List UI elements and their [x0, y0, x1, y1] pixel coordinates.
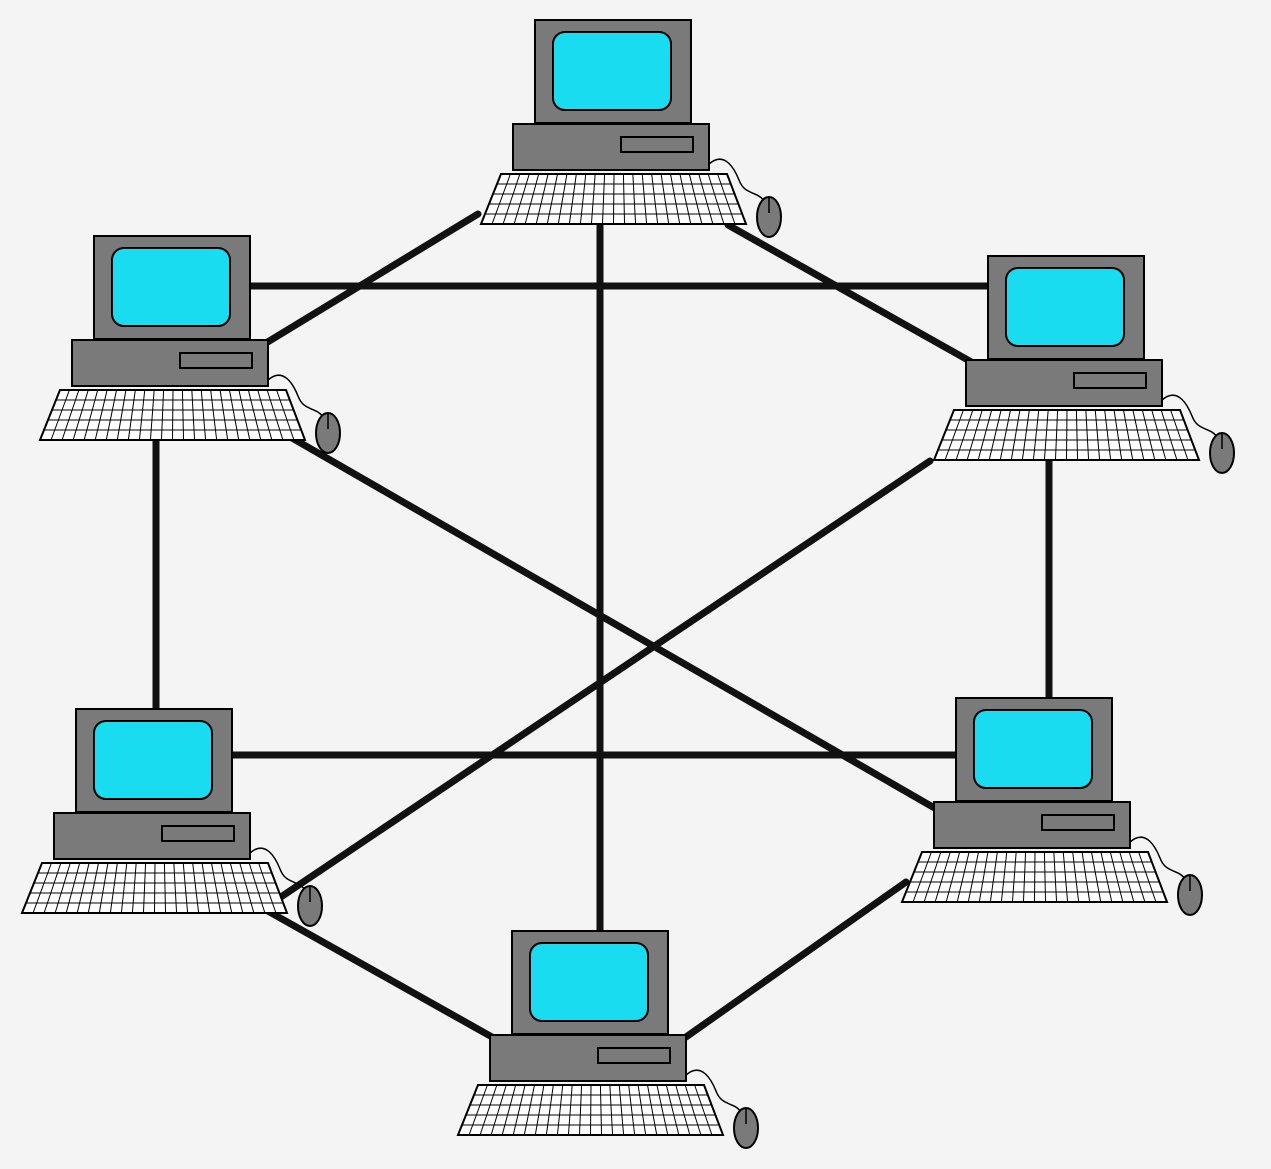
drive-slot — [161, 825, 235, 842]
monitor-icon — [75, 708, 233, 813]
mouse-icon — [708, 158, 782, 238]
link-upper-left-lower-right — [288, 434, 942, 814]
link-top-upper-right — [724, 221, 979, 368]
screen — [111, 247, 231, 327]
computer-lower-left — [20, 708, 323, 927]
mouse-icon — [267, 374, 341, 454]
mouse-icon — [249, 847, 323, 927]
computer-lower-right — [900, 697, 1203, 916]
screen — [529, 942, 649, 1022]
drive-slot — [179, 352, 253, 369]
cpu-case-icon — [71, 339, 269, 387]
link-lower-left-bottom — [262, 906, 496, 1041]
keyboard-icon — [479, 173, 748, 225]
mouse-icon — [1129, 836, 1203, 916]
network-links — [152, 210, 1053, 1041]
drive-slot — [1073, 372, 1147, 389]
link-top-upper-left — [262, 210, 482, 347]
network-nodes — [20, 19, 1235, 1149]
drive-slot — [620, 136, 694, 153]
mouse-icon — [1161, 394, 1235, 474]
monitor-icon — [93, 235, 251, 340]
cpu-case-icon — [489, 1034, 687, 1082]
cpu-case-icon — [965, 359, 1163, 407]
keyboard-icon — [932, 409, 1201, 461]
keyboard-icon — [20, 862, 289, 914]
computer-bottom — [456, 930, 759, 1149]
screen — [1005, 267, 1125, 347]
computer-upper-right — [932, 255, 1235, 474]
keyboard-icon — [900, 851, 1169, 903]
screen — [552, 31, 672, 111]
keyboard-icon — [456, 1084, 725, 1136]
monitor-icon — [987, 255, 1145, 360]
link-lower-right-bottom — [682, 878, 910, 1041]
computer-top — [479, 19, 782, 238]
drive-slot — [597, 1047, 671, 1064]
monitor-icon — [534, 19, 692, 124]
monitor-icon — [511, 930, 669, 1035]
screen — [973, 709, 1093, 789]
cpu-case-icon — [512, 123, 710, 171]
computer-upper-left — [38, 235, 341, 454]
keyboard-icon — [38, 389, 307, 441]
monitor-icon — [955, 697, 1113, 802]
screen — [93, 720, 213, 800]
drive-slot — [1041, 814, 1115, 831]
link-upper-right-lower-left — [262, 457, 934, 911]
cpu-case-icon — [53, 812, 251, 860]
cpu-case-icon — [933, 801, 1131, 849]
mouse-icon — [685, 1069, 759, 1149]
